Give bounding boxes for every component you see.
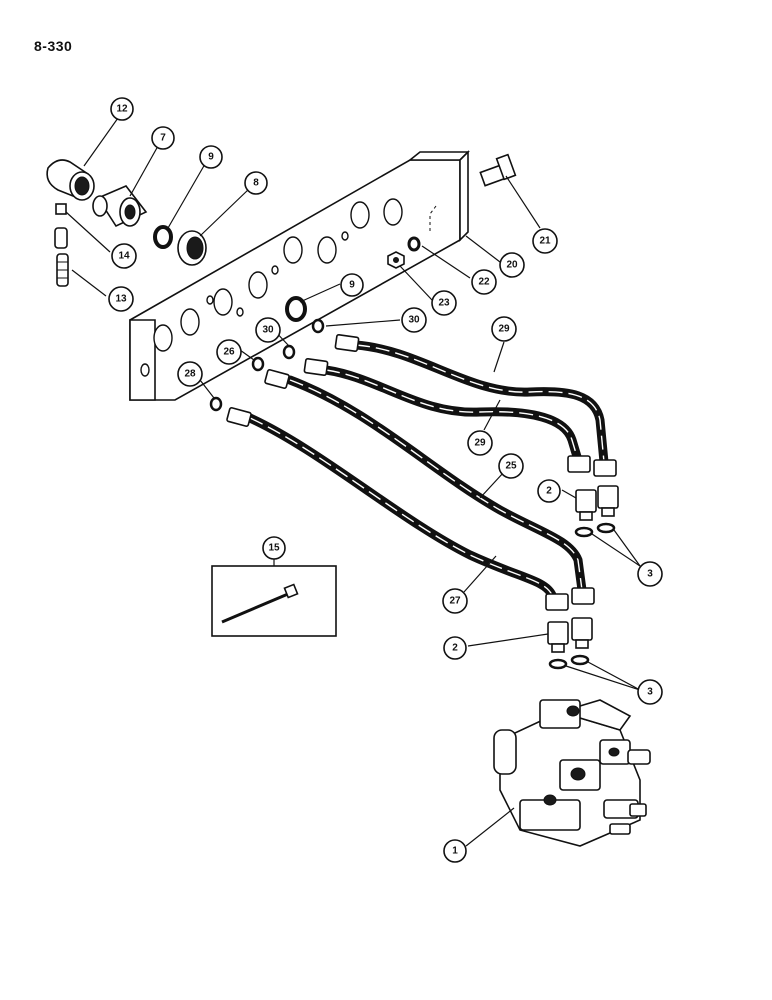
o-ring-26 — [251, 356, 265, 372]
callout-29-bottom: 29 — [467, 430, 493, 456]
svg-text:3: 3 — [647, 687, 653, 698]
svg-text:27: 27 — [449, 596, 461, 607]
o-ring-30a — [282, 344, 296, 360]
callout-9-upper: 9 — [199, 145, 223, 169]
hose-29-upper — [334, 333, 617, 477]
svg-text:9: 9 — [349, 280, 355, 291]
bulkhead-nut — [177, 230, 207, 266]
svg-text:2: 2 — [452, 643, 458, 654]
cable-tie-inset — [211, 565, 337, 637]
hose-27 — [226, 407, 569, 611]
callout-23: 23 — [431, 290, 457, 316]
callout-9-lower: 9 — [340, 273, 364, 297]
svg-text:8: 8 — [253, 178, 259, 189]
pin-short — [54, 227, 68, 249]
callout-22: 22 — [471, 269, 497, 295]
callout-20: 20 — [499, 252, 525, 278]
leader-lines — [65, 117, 641, 847]
coupler-body — [46, 159, 95, 201]
hose-29-lower — [303, 357, 591, 473]
callout-25: 25 — [498, 453, 524, 479]
svg-text:7: 7 — [160, 133, 166, 144]
callout-30-right: 30 — [401, 307, 427, 333]
svg-text:12: 12 — [116, 104, 128, 115]
callout-7: 7 — [151, 126, 175, 150]
o-ring-upper-set — [574, 522, 616, 538]
o-ring-30b — [311, 318, 325, 334]
pin-long — [56, 253, 69, 287]
callout-2-lower: 2 — [443, 636, 467, 660]
svg-text:25: 25 — [505, 461, 517, 472]
adapter-lower-set — [547, 617, 593, 653]
callout-12: 12 — [110, 97, 134, 121]
svg-text:29: 29 — [498, 324, 510, 335]
svg-text:2: 2 — [546, 486, 552, 497]
callout-3-upper: 3 — [637, 561, 663, 587]
callout-3-lower: 3 — [637, 679, 663, 705]
svg-text:20: 20 — [506, 260, 518, 271]
svg-text:30: 30 — [408, 315, 420, 326]
svg-text:14: 14 — [118, 251, 130, 262]
svg-text:26: 26 — [223, 347, 235, 358]
svg-text:9: 9 — [208, 152, 214, 163]
set-screw — [55, 203, 67, 215]
callout-26: 26 — [216, 339, 242, 365]
svg-text:28: 28 — [184, 369, 196, 380]
svg-text:30: 30 — [262, 325, 274, 336]
callout-27: 27 — [442, 588, 468, 614]
svg-text:1: 1 — [452, 846, 458, 857]
svg-text:3: 3 — [647, 569, 653, 580]
o-ring-lower-set — [548, 654, 590, 670]
svg-text:21: 21 — [539, 236, 551, 247]
page-number: 8-330 — [34, 38, 73, 54]
svg-text:22: 22 — [478, 277, 490, 288]
callout-21: 21 — [532, 228, 558, 254]
callout-8: 8 — [244, 171, 268, 195]
svg-text:23: 23 — [438, 298, 450, 309]
bolt — [479, 153, 517, 187]
callout-30-left: 30 — [255, 317, 281, 343]
adapter-upper-set — [575, 485, 619, 521]
callout-2-upper: 2 — [537, 479, 561, 503]
callout-1: 1 — [443, 839, 467, 863]
control-valve — [493, 699, 651, 847]
o-ring-28 — [209, 396, 223, 412]
coupler-fitting — [92, 185, 148, 228]
svg-text:13: 13 — [115, 294, 127, 305]
callout-15: 15 — [262, 536, 286, 560]
lock-washer — [407, 236, 421, 252]
o-ring-middle — [285, 296, 307, 322]
svg-text:29: 29 — [474, 438, 486, 449]
callout-28: 28 — [177, 361, 203, 387]
callout-13: 13 — [108, 286, 134, 312]
callout-29-top: 29 — [491, 316, 517, 342]
callout-14: 14 — [111, 243, 137, 269]
hex-nut — [387, 251, 405, 269]
o-ring-upper — [153, 225, 173, 249]
mounting-bracket — [129, 150, 470, 401]
svg-text:15: 15 — [268, 543, 280, 554]
